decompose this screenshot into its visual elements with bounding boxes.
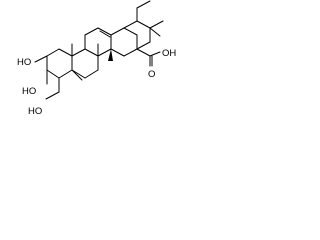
carboxylic-acid-group	[136, 48, 161, 67]
ring-a	[34, 43, 83, 100]
carbonyl-oxygen-label: O	[148, 69, 155, 80]
hydroxyl-a-label: HO	[17, 57, 31, 68]
molecule-structure-diagram: HO HO HO OH O	[17, 0, 176, 117]
ring-d	[108, 27, 138, 61]
hydroxyl-b-label: HO	[22, 86, 36, 97]
ring-c	[84, 27, 112, 57]
hydroxymethyl-label: HO	[28, 106, 42, 117]
ring-b	[71, 48, 99, 79]
ring-e	[123, 0, 164, 50]
carboxylic-acid-oh-label: OH	[162, 48, 176, 59]
